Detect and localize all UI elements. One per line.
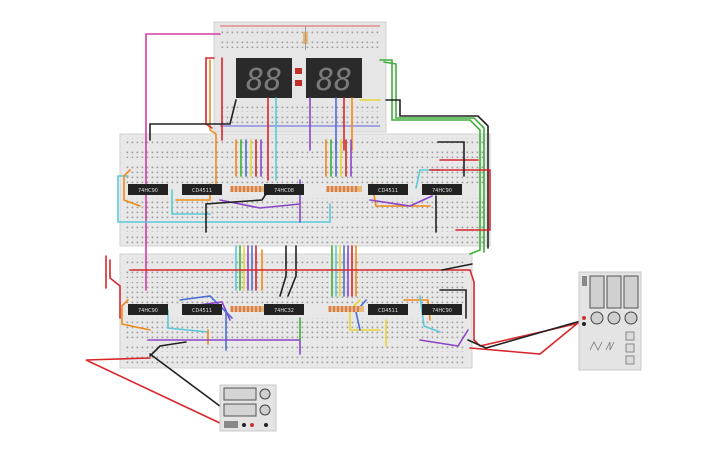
power-supply-icon <box>223 387 257 401</box>
chip-label: 74HC08 <box>274 188 294 194</box>
seven-segment-display-left: 88 <box>236 58 292 98</box>
function-generator-icon <box>582 276 587 286</box>
chip-label: CD4511 <box>192 188 212 194</box>
current-knob[interactable] <box>259 404 271 416</box>
chip-cd4511-bottom-right[interactable]: CD4511 <box>368 304 408 315</box>
sawtooth-icon[interactable] <box>605 341 615 351</box>
function-generator[interactable] <box>578 271 642 371</box>
voltage-knob[interactable] <box>259 388 271 400</box>
chip-label: 74HC90 <box>138 188 158 194</box>
resistor-array-middle-left[interactable] <box>230 186 264 192</box>
chip-cd4511-bottom-left[interactable]: CD4511 <box>182 304 222 315</box>
chip-label: CD4511 <box>378 308 398 314</box>
seven-segment-display-right: 88 <box>306 58 362 98</box>
chip-74hc90-top-right[interactable]: 74HC90 <box>422 184 462 195</box>
chip-label: 74HC90 <box>432 308 452 314</box>
chip-label: 74HC90 <box>432 188 452 194</box>
wave-icon[interactable] <box>589 341 603 351</box>
chip-74hc90-bottom-right[interactable]: 74HC90 <box>422 304 462 315</box>
chip-cd4511-top-right[interactable]: CD4511 <box>368 184 408 195</box>
chips-bottom[interactable]: 74HC90 CD4511 74HC32 CD4511 74HC90 <box>128 304 462 315</box>
resistor-array-bottom-left[interactable] <box>230 306 264 312</box>
chip-label: CD4511 <box>192 308 212 314</box>
chips-middle[interactable]: 74HC90 CD4511 74HC08 CD4511 74HC90 <box>128 184 462 195</box>
mode-button-2[interactable] <box>625 343 635 353</box>
colon-dots <box>295 68 302 86</box>
chip-74hc32-bottom-mid[interactable]: 74HC32 <box>264 304 304 315</box>
chip-label: CD4511 <box>378 188 398 194</box>
chip-cd4511-top-left[interactable]: CD4511 <box>182 184 222 195</box>
knob-2[interactable] <box>607 311 621 325</box>
knob-1[interactable] <box>590 311 604 325</box>
chip-label: 74HC32 <box>274 308 294 314</box>
knob-3[interactable] <box>624 311 638 325</box>
mode-button-1[interactable] <box>625 331 635 341</box>
power-supply[interactable] <box>219 384 277 432</box>
display-left-digits: 88 <box>246 63 282 98</box>
chip-74hc90-bottom-left[interactable]: 74HC90 <box>128 304 168 315</box>
resistor-top[interactable] <box>303 26 308 50</box>
chip-label: 74HC90 <box>138 308 158 314</box>
chip-74hc90-top-left[interactable]: 74HC90 <box>128 184 168 195</box>
resistor-array-bottom-right[interactable] <box>328 306 364 312</box>
chip-74hc08-top-mid[interactable]: 74HC08 <box>264 184 304 195</box>
mode-button-3[interactable] <box>625 355 635 365</box>
resistor-array-middle-right[interactable] <box>326 186 362 192</box>
display-right-digits: 88 <box>316 63 352 98</box>
